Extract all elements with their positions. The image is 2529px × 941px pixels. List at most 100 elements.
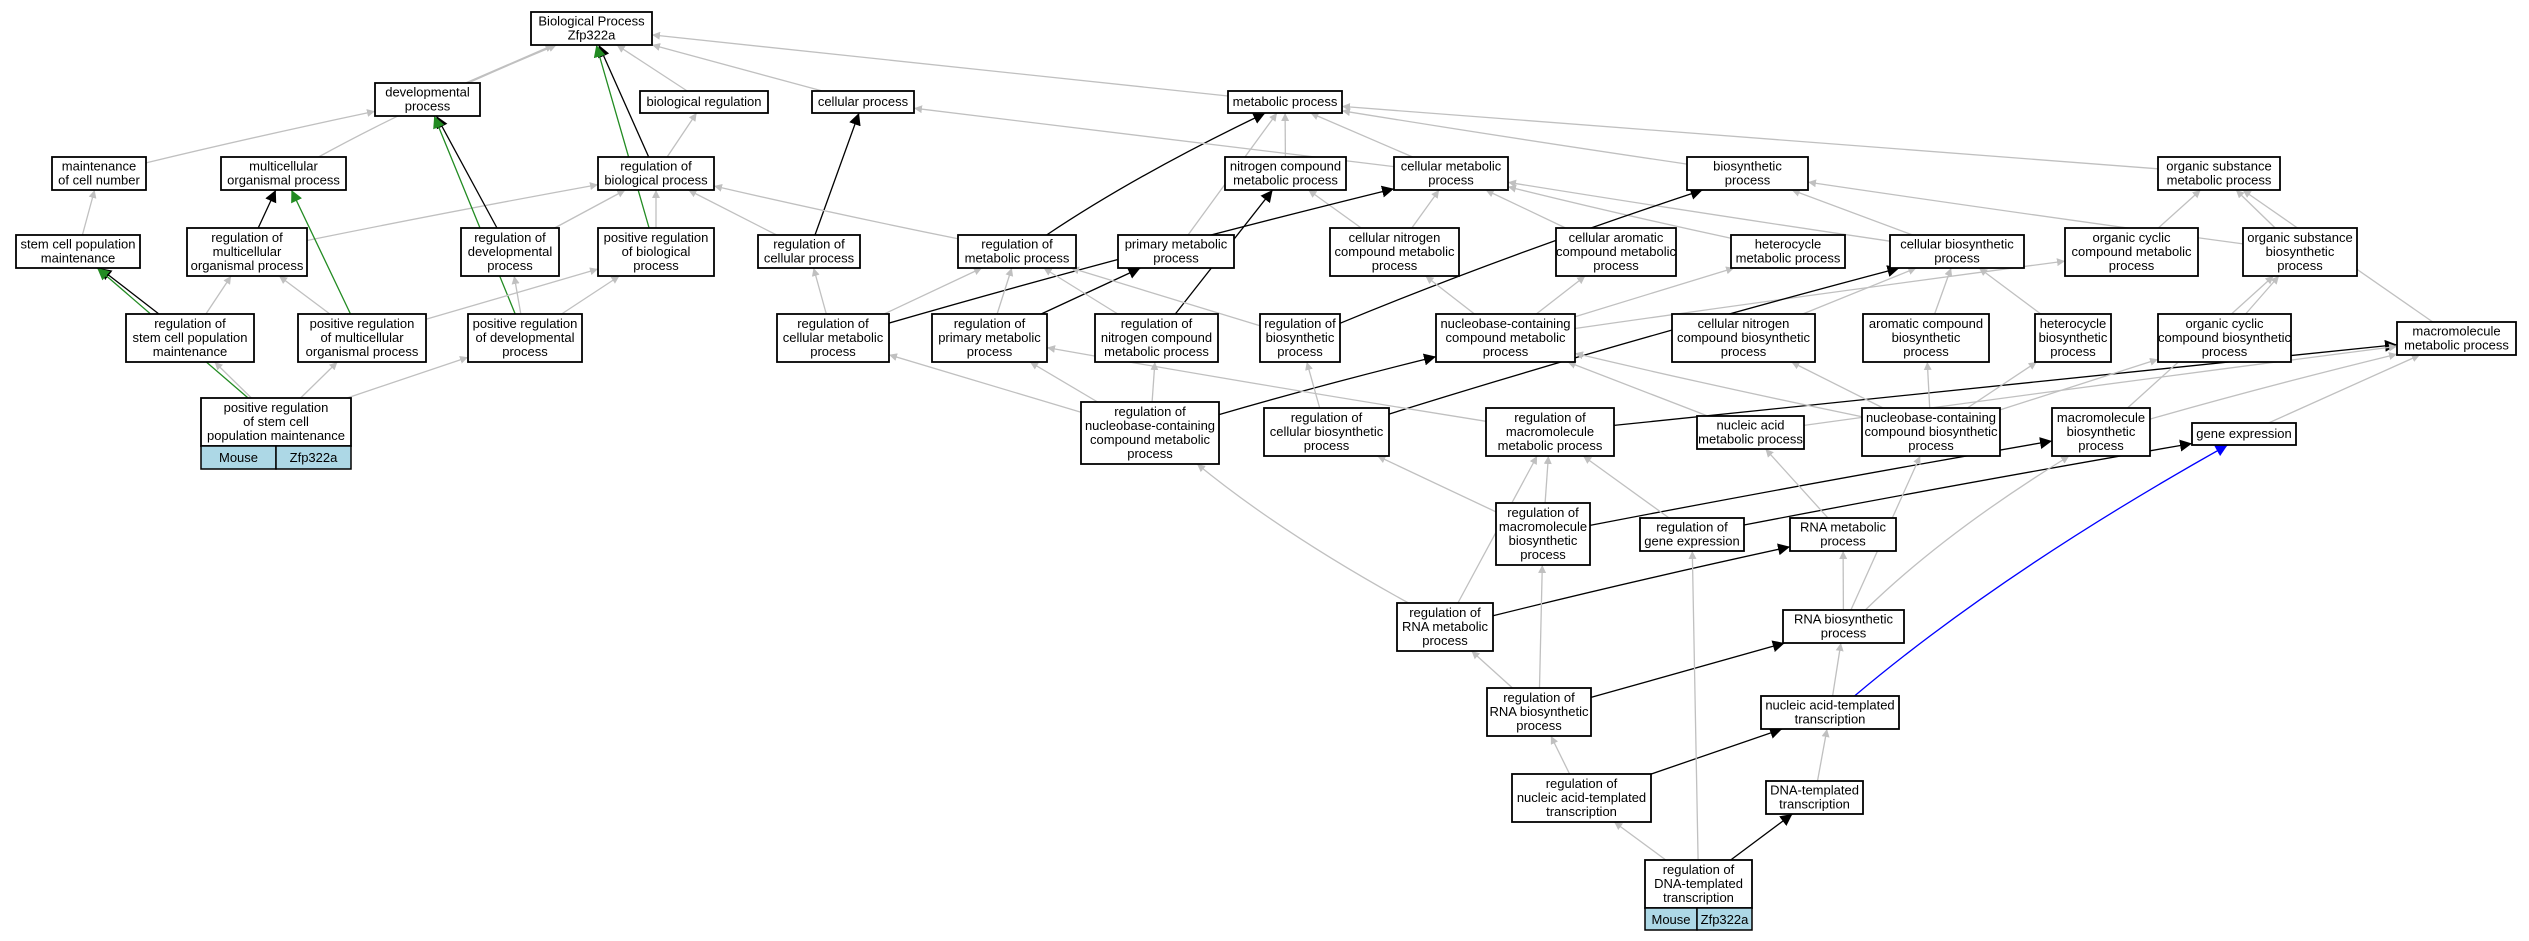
edge-line: [1831, 642, 1844, 697]
node-label-line: maintenance: [153, 344, 227, 359]
gene-label-right: Zfp322a: [1701, 912, 1749, 927]
edge-positively-regulates: [290, 189, 352, 315]
edge-line: [616, 44, 688, 92]
node-label-line: cellular process: [764, 251, 855, 266]
go-term-node-regnucmet[interactable]: regulation ofnucleobase-containingcompou…: [1080, 401, 1220, 465]
edge-is-a: [561, 275, 620, 315]
node-label-line: regulation of: [954, 316, 1026, 331]
node-label-line: nitrogen compound: [1230, 159, 1341, 174]
node-label-line: regulation of: [1121, 316, 1193, 331]
go-term-node-metab[interactable]: metabolic process: [1227, 90, 1343, 114]
go-term-node-geneexp[interactable]: gene expression: [2191, 422, 2297, 446]
go-term-node-cellproc[interactable]: cellular process: [811, 90, 915, 114]
node-label-line: regulation of: [1656, 520, 1728, 535]
node-label-line: positive regulation: [604, 230, 709, 245]
edge-is-a: [996, 267, 1014, 315]
node-label-line: compound biosynthetic: [1677, 330, 1810, 345]
edge-line: [257, 189, 277, 229]
node-label-line: regulation of: [1503, 690, 1575, 705]
edge-positively-regulates: [593, 44, 650, 229]
node-box: [1117, 234, 1235, 269]
edge-line: [1567, 361, 1708, 417]
node-label-line: metabolic process: [1736, 251, 1841, 266]
edge-is-a: [1574, 351, 1863, 418]
edge-is-a: [1471, 650, 1513, 689]
node-label-line: nucleic acid-templated: [1517, 790, 1646, 805]
node-label-line: multicellular: [249, 159, 318, 174]
edge-is-a: [1425, 275, 1475, 315]
node-label-line: cellular metabolic: [783, 330, 884, 345]
node-label-line: macromolecule: [2412, 324, 2500, 339]
node-box: [1263, 407, 1390, 457]
species-label-right: Mouse: [1651, 912, 1690, 927]
edge-line: [1043, 267, 1119, 315]
node-label-line: transcription: [1663, 890, 1734, 905]
node-box: [1329, 227, 1460, 277]
node-label-line: heterocycle: [1755, 237, 1821, 252]
go-term-node-regmacrobio[interactable]: regulation ofmacromoleculebiosyntheticpr…: [1495, 502, 1591, 566]
edge-line: [145, 109, 376, 164]
node-box: [1396, 602, 1494, 652]
edge-is-a: [2245, 275, 2280, 315]
node-label-line: of multicellular: [320, 330, 404, 345]
edge-line: [1574, 351, 1863, 418]
node-label-line: cellular aromatic: [1569, 230, 1664, 245]
node-box: [1782, 609, 1905, 644]
go-term-node-bioreg[interactable]: biological regulation: [639, 90, 769, 114]
edge-line: [2149, 352, 2398, 420]
edge-regulates: [257, 189, 277, 229]
node-box: [1889, 234, 2025, 269]
edge-regulates: [1040, 267, 1141, 315]
